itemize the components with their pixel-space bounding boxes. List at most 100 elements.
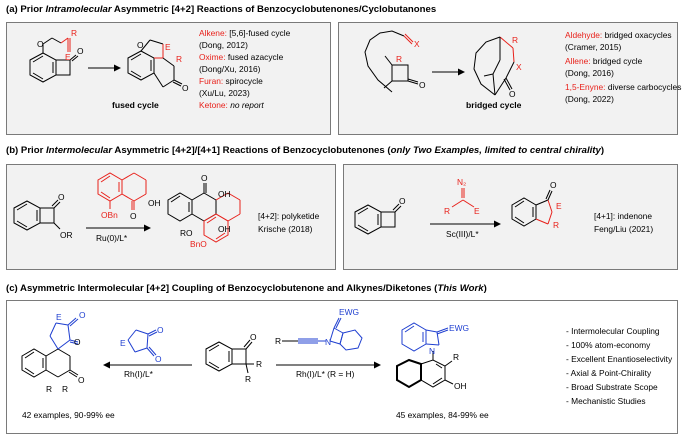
structure-a-fused-product [127,39,183,88]
feature-item: - Broad Substrate Scope [566,382,658,392]
atom-label: R [453,352,459,362]
atom-label: N [325,337,331,347]
atom-label: RO [180,228,193,238]
structure-c-benzocyclobutenone-labels: O R R [245,332,262,384]
note-b-right-2: Feng/Liu (2021) [594,224,654,234]
feature-item: - 100% atom-economy [566,340,651,350]
structure-a-right-substrate-labels: X R O [396,39,426,90]
panel-a-right [338,22,678,135]
atom-label: O [130,211,137,221]
structure-b-indenone [511,189,553,227]
section-c-header: (c) Asymmetric Intermolecular [4+2] Coup… [6,283,487,294]
atom-label: X [414,39,420,49]
panel-b-left [6,164,336,270]
atom-label: O [419,80,426,90]
structure-b-diazo [451,188,475,208]
structure-b-right-substrate [354,203,402,235]
atom-label: O [550,180,557,190]
atom-label: R [176,54,182,64]
atom-label: N₂ [457,177,466,187]
atom-label: O [79,310,86,320]
atom-label: O [509,89,516,99]
structure-c-biaryl-indole [401,322,449,352]
section-a-header: (a) Prior Intramolecular Asymmetric [4+2… [6,4,437,15]
structure-c-diketone [127,329,158,357]
structure-a-fused-labels: O E R O [137,40,189,93]
atom-label: OBn [101,210,118,220]
structure-c-alkyne-labels: R N EWG [275,307,359,347]
feature-item: - Excellent Enantioselectivity [566,354,673,364]
structure-c-alkyne [282,317,363,351]
atom-label: E [165,42,171,52]
structure-c-spiro-product [21,348,79,378]
catalyst-b-left: Ru(0)/L* [96,233,128,243]
structure-a-substrate [29,37,79,83]
structure-c-spiro-labels: E O O O R R [46,310,86,394]
atom-label: R [245,374,251,384]
structure-a-right-substrate [364,30,419,93]
structure-b-product [167,183,217,222]
structure-c-biaryl-naphthol [396,351,454,389]
structure-b-product-red [203,192,241,243]
atom-label: OH [218,189,231,199]
atom-label: BnO [190,239,207,249]
atom-label: R [62,384,68,394]
atom-label: R [275,336,281,346]
atom-label: EWG [339,307,359,317]
fused-cycle-label: fused cycle [112,100,159,110]
atom-label: O [399,196,406,206]
atom-label: EWG [449,323,469,333]
structure-b-substrate [13,199,61,231]
structure-a-substrate-labels: O R E O [37,28,84,62]
atom-label: O [250,332,257,342]
atom-label: O [78,375,85,385]
structure-b-diazo-labels: N₂ R E [444,177,480,216]
structure-b-substrate-labels: O OR [58,192,73,240]
atom-label: O [155,354,162,364]
atom-label: X [516,62,522,72]
atom-label: R [71,28,77,38]
section-b-header: (b) Prior Intermolecular Asymmetric [4+2… [6,145,605,156]
panel-a-left [6,22,331,135]
atom-label: R [396,54,402,64]
examples-right: 45 examples, 84-99% ee [396,410,489,420]
atom-label: R [512,35,518,45]
note-b-left-1: [4+2]: polyketide [258,211,320,221]
atom-label: R [553,220,559,230]
structure-b-product-labels: O OH OH RO BnO [180,173,231,249]
structure-c-benzocyclobutenone [205,339,254,374]
feature-item: - Intermolecular Coupling [566,326,660,336]
structure-c-spiro-blue [49,317,79,350]
atom-label: O [137,40,144,50]
atom-label: E [56,312,62,322]
bridged-cycle-label: bridged cycle [466,100,522,110]
atom-label: R [256,359,262,369]
structure-b-indenone-labels: O E R [550,180,562,230]
atom-label: E [474,206,480,216]
atom-label: R [444,206,450,216]
atom-label: OH [218,224,231,234]
atom-label: O [201,173,208,183]
atom-label: OH [148,198,161,208]
examples-left: 42 examples, 90-99% ee [22,410,115,420]
atom-label: N [429,346,435,356]
catalyst-b-right: Sc(III)/L* [446,229,479,239]
panel-c [6,300,678,434]
atom-label: O [37,39,44,49]
atom-label: O [58,192,65,202]
atom-label: E [65,52,71,62]
atom-label: OR [60,230,73,240]
note-b-right-1: [4+1]: indenone [594,211,652,221]
catalyst-c-right: Rh(I)/L* (R = H) [296,369,355,379]
structure-a-bridged-product [473,36,515,96]
structure-c-biaryl-labels: N EWG R OH [429,323,469,391]
panel-b-right [343,164,678,270]
structure-b-reagent [97,172,147,210]
atom-label: E [556,201,562,211]
atom-label: R [46,384,52,394]
atom-label: O [74,337,81,347]
structure-a-bridged-labels: R X O [509,35,522,99]
note-b-left-2: Krische (2018) [258,224,313,234]
structure-c-diketone-labels: E O O [120,325,164,364]
